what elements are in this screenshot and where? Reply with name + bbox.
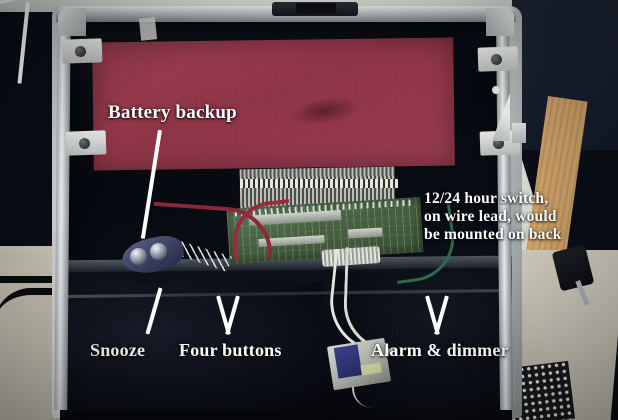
annotation-snooze: Snooze: [90, 340, 146, 360]
lid-tape-patch: [138, 17, 158, 41]
case-base-shadow-left: [64, 282, 324, 412]
annotation-hour-switch-line-3: be mounted on back: [424, 225, 562, 243]
alarm-dimmer-core: [333, 344, 363, 379]
annotation-alarm-dimmer: Alarm & dimmer: [371, 340, 509, 360]
annotation-hour-switch: 12/24 hour switch, on wire lead, would b…: [424, 190, 614, 244]
annotation-four-buttons: Four buttons: [179, 340, 282, 360]
small-bracket: [512, 123, 526, 143]
screw-icon: [78, 137, 91, 150]
pointer-hour-switch: [0, 0, 36, 86]
white-wire-c: [352, 374, 380, 408]
pointer-alarm-dimmer: [423, 295, 453, 338]
mounting-tab-top-right: [477, 46, 519, 72]
snooze-button-1: [130, 248, 147, 265]
pointer-stroke: [225, 295, 240, 336]
case-corner-bracket-top-left: [58, 8, 86, 36]
mounting-tab-top-left: [61, 38, 103, 64]
screw-icon: [74, 45, 87, 58]
screw-icon: [490, 53, 503, 66]
snooze-button-2: [150, 243, 167, 260]
ribbon-cable-header: [240, 179, 398, 188]
bracket-screw-dot: [492, 86, 500, 94]
pointer-stroke: [17, 1, 30, 84]
pointer-four-buttons: [214, 295, 244, 338]
annotation-battery-backup: Battery backup: [108, 102, 237, 123]
case-latch-inner: [296, 3, 336, 14]
pointer-stroke: [434, 295, 449, 336]
mounting-tab-bottom-left: [65, 130, 107, 156]
annotation-hour-switch-line-2: on wire lead, would: [424, 207, 557, 225]
annotation-hour-switch-line-1: 12/24 hour switch,: [424, 190, 549, 207]
case-corner-bracket-top-right: [486, 8, 514, 36]
